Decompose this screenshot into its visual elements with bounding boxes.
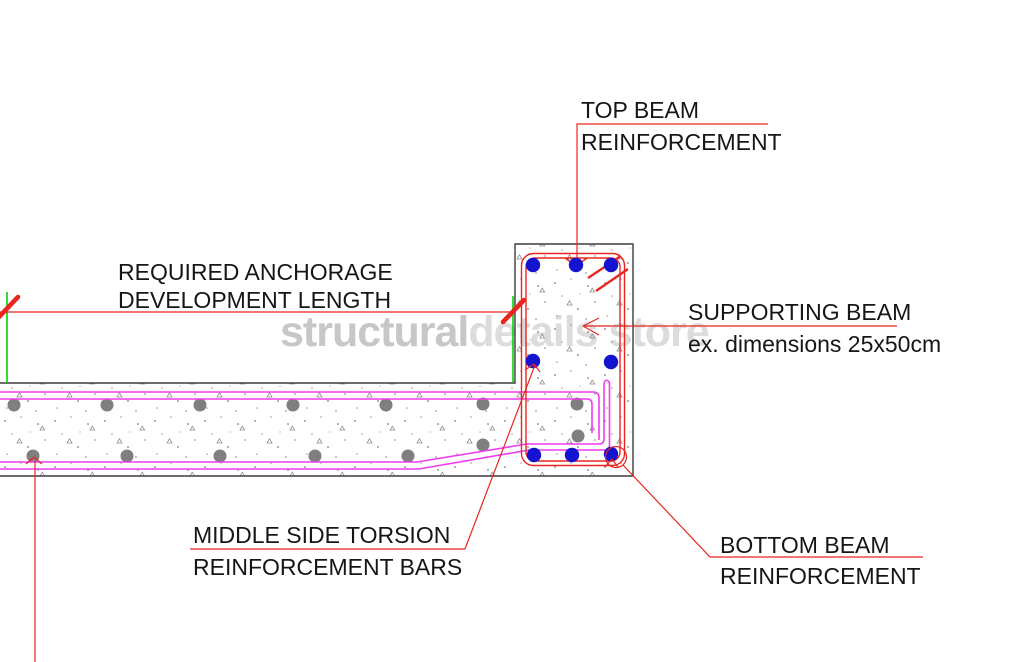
torsion-leader [464, 363, 541, 550]
middle-side-rebar [525, 353, 541, 369]
middle-side-rebar [603, 354, 619, 370]
stirrup-outer [520, 252, 626, 467]
supporting-beam-line2: ex. dimensions 25x50cm [688, 331, 941, 357]
slab-bar-top [476, 397, 490, 411]
top-beam-line1: TOP BEAM [581, 97, 699, 123]
required-anchorage-line1: REQUIRED ANCHORAGE [118, 259, 393, 285]
label-middle-torsion: MIDDLE SIDE TORSION REINFORCEMENT BARS [190, 522, 465, 580]
label-supporting-beam: SUPPORTING BEAM ex. dimensions 25x50cm [688, 299, 941, 357]
top-beam-line2: REINFORCEMENT [581, 129, 782, 155]
label-required-anchorage: REQUIRED ANCHORAGE DEVELOPMENT LENGTH [118, 259, 393, 313]
watermark: structuraldetails store [280, 308, 709, 356]
middle-torsion-line1: MIDDLE SIDE TORSION [193, 522, 450, 548]
top-rebar [603, 257, 619, 273]
required-anchorage-line2: DEVELOPMENT LENGTH [118, 287, 391, 313]
slab-bottom-bar-leader [25, 456, 43, 662]
anchorage-markers [0, 292, 527, 383]
torsion-bar-hairpin-cap [603, 379, 611, 384]
slab-bar-bottom [213, 449, 227, 463]
top-rebar [525, 257, 541, 273]
label-bottom-beam: BOTTOM BEAM REINFORCEMENT [720, 532, 921, 589]
supporting-beam-line1: SUPPORTING BEAM [688, 299, 911, 325]
anchorage-tick-left [0, 294, 21, 320]
watermark-part1: structural [280, 308, 468, 356]
concrete-section [0, 243, 634, 477]
slab-bar-top [7, 398, 21, 412]
bottom-rebar-highlight-circle [604, 445, 628, 469]
slab-bar-bottom [308, 449, 322, 463]
leader-lines [25, 125, 923, 662]
annotation-labels: REQUIRED ANCHORAGE DEVELOPMENT LENGTH TO… [118, 97, 941, 589]
lap-splice-mark [595, 268, 629, 292]
bottom-rebar [564, 447, 580, 463]
torsion-bar-top-inner [0, 398, 593, 433]
label-top-beam: TOP BEAM REINFORCEMENT [576, 97, 782, 155]
bottom-beam-line1: BOTTOM BEAM [720, 532, 890, 558]
slab-bar-top [286, 398, 300, 412]
slab-bar-bottom [571, 429, 585, 443]
slab-transverse-bars [7, 397, 585, 463]
slab-bar-top [100, 398, 114, 412]
slab-bar-bottom [401, 449, 415, 463]
slab-bar-top [193, 398, 207, 412]
concrete-fill [0, 244, 633, 476]
supporting-beam-leader [582, 317, 897, 336]
slab-bar-top [379, 398, 393, 412]
slab-bar-bottom [120, 449, 134, 463]
concrete-outline [0, 243, 634, 477]
bottom-rebar [526, 447, 542, 463]
middle-torsion-line2: REINFORCEMENT BARS [193, 554, 462, 580]
beam-reinforcement [520, 252, 629, 467]
slab-bar-top [570, 397, 584, 411]
slab-bar-bottom [476, 438, 490, 452]
torsion-bar-top-outer [0, 391, 600, 440]
torsion-bar-bottom-inner [0, 383, 605, 463]
anchorage-tick-right [500, 297, 527, 325]
top-rebar [568, 257, 584, 273]
bottom-beam-line2: REINFORCEMENT [720, 563, 921, 589]
bottom-beam-leader [604, 458, 923, 558]
